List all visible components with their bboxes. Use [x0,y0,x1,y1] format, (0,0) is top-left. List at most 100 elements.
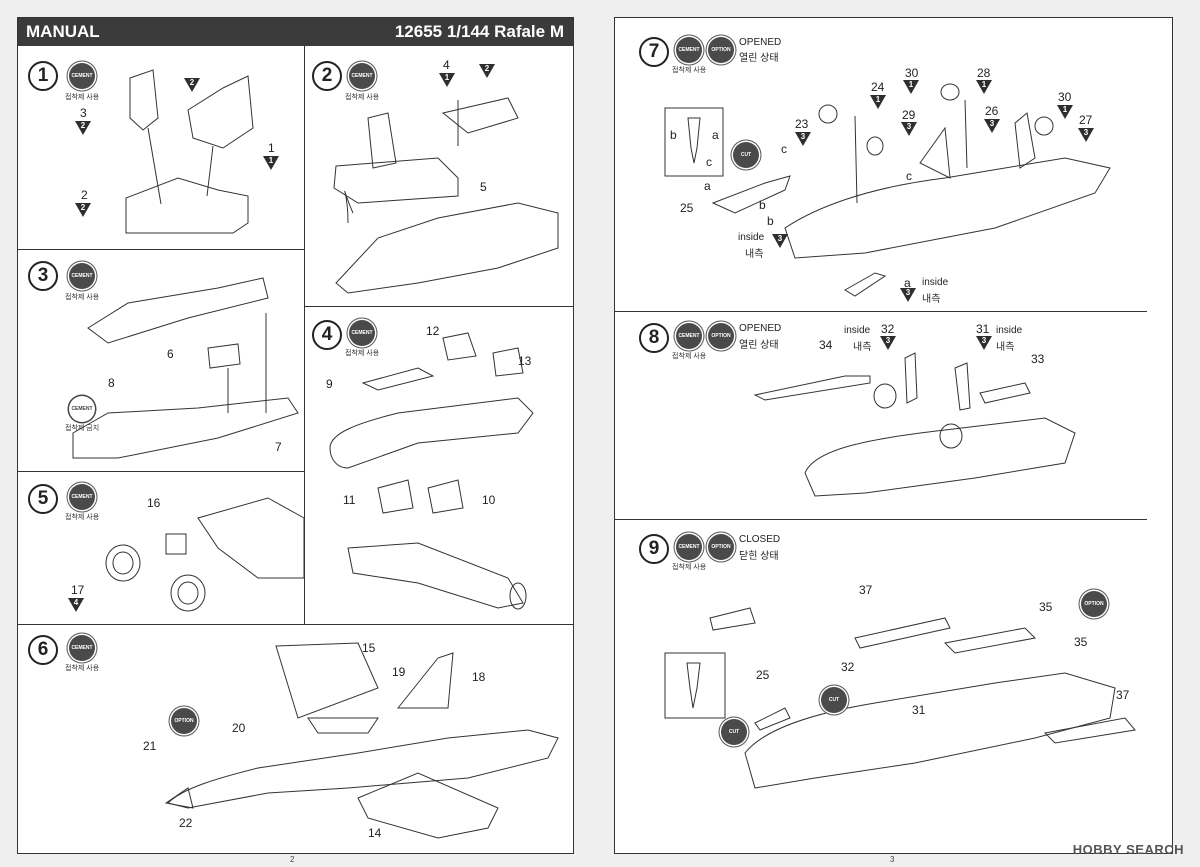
manual-page-left: MANUAL 12655 1/144 Rafale M [17,17,574,854]
sprue-triangle [68,598,84,612]
part-number: 13 [518,354,532,368]
divider [304,306,573,307]
inside-label-ko: 내측 [853,342,872,353]
divider [304,46,305,306]
sprue-triangle [903,80,919,94]
cement-badge: CEMENT [69,263,95,289]
cement-use-label: 접착제 사용 [65,294,100,301]
cement-use-label: 접착제 사용 [345,94,380,101]
step-number: 7 [639,37,669,67]
cut-badge: CUT [733,142,759,168]
cement-use-label: 접착제 사용 [65,665,100,672]
state-label-en: OPENED [739,37,782,48]
cement-prohibited-badge: CEMENT [69,396,95,422]
divider [615,311,1147,312]
part-letter: c [706,155,712,169]
part-number: 4 [443,58,450,72]
assembly-illustrations [72,69,559,839]
part-number: 28 [977,66,991,80]
sprue-value: 1 [875,95,881,104]
part-number: 15 [362,641,376,655]
page-number: 2 [290,855,295,864]
sprue-triangle [184,78,200,92]
state-label-en: CLOSED [739,534,781,545]
part-number: 37 [859,583,873,597]
part-number: 35 [1039,600,1053,614]
sprue-value: 1 [981,80,987,89]
part-number: 32 [881,322,895,336]
part-number: 31 [976,322,990,336]
divider [18,624,573,625]
state-label-ko: 열린 상태 [739,53,779,64]
sprue-triangle [75,121,91,135]
sprue-value: 2 [80,203,86,212]
part-number: 33 [1031,352,1045,366]
inside-label: inside [922,277,949,288]
part-number: 14 [368,826,382,840]
part-number: 30 [1058,90,1072,104]
part-number: 32 [841,660,855,674]
sprue-value: 1 [268,156,274,165]
part-letter: a [704,179,711,193]
option-badge: OPTION [708,323,734,349]
cement-badge: CEMENT [69,635,95,661]
part-number: 31 [912,703,926,717]
part-number: 2 [81,188,88,202]
cut-badge: CUT [821,687,847,713]
inside-label-ko: 내측 [996,342,1015,353]
sprue-triangle [263,156,279,170]
cement-use-label: 접착제 사용 [65,514,100,521]
divider [304,306,305,624]
inside-label: inside [738,232,765,243]
sprue-triangle [795,132,811,146]
state-label-ko: 열린 상태 [739,340,779,351]
sprue-value: 2 [189,78,195,87]
sprue-triangle [880,336,896,350]
cement-prohibited-label: 접착제 금지 [65,425,100,432]
part-number: 34 [819,338,833,352]
part-number: 17 [71,583,85,597]
part-number: 18 [472,670,486,684]
part-letter: c [906,169,912,183]
part-number: 6 [167,347,174,361]
option-badge: OPTION [171,708,197,734]
sprue-value: 3 [905,288,911,297]
state-label-en: OPENED [739,323,782,334]
sprue-triangle [901,122,917,136]
option-badge: OPTION [708,534,734,560]
sprue-value: 3 [885,336,891,345]
sprue-triangle [870,95,886,109]
sprue-triangle [772,234,788,248]
part-number: 19 [392,665,406,679]
sprue-triangle [900,288,916,302]
manual-title: MANUAL [26,22,100,41]
part-number: 24 [871,80,885,94]
sprue-value: 1 [1062,105,1068,114]
inside-label: inside [844,325,871,336]
part-number: 22 [179,816,193,830]
step-number: 4 [312,320,342,350]
sprue-value: 3 [906,122,912,131]
option-badge: OPTION [708,37,734,63]
sprue-value: 3 [777,234,783,243]
sprue-value: 2 [484,64,490,73]
part-number: 12 [426,324,440,338]
step-number: 9 [639,534,669,564]
cement-badge: CEMENT [676,37,702,63]
cement-use-label: 접착제 사용 [672,564,707,571]
part-number: 10 [482,493,496,507]
inside-label-ko: 내측 [745,249,764,260]
part-number: 26 [985,104,999,118]
part-number: 9 [326,377,333,391]
sprue-triangle [1057,105,1073,119]
sprue-triangle [976,80,992,94]
sprue-value: 2 [80,121,86,130]
part-number: 5 [480,180,487,194]
sprue-value: 4 [73,598,79,607]
divider [18,471,304,472]
step-number: 5 [28,484,58,514]
sprue-value: 3 [1083,128,1089,137]
part-number: 7 [275,440,282,454]
part-number: 23 [795,117,809,131]
step-number: 1 [28,61,58,91]
